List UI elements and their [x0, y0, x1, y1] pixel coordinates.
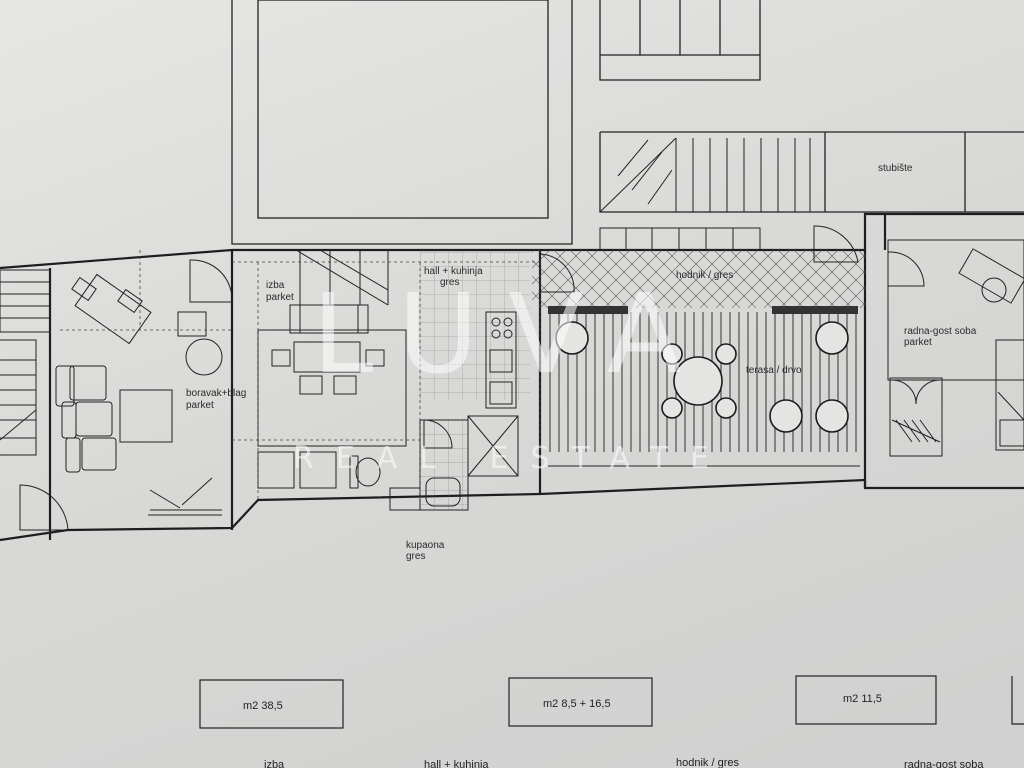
bottom-label-izba: izba [264, 759, 285, 768]
hodnik-door-right [813, 225, 859, 263]
boravak-furniture [19, 259, 233, 531]
label-hall-floor: gres [440, 277, 459, 288]
area-label-1: m2 38,5 [243, 700, 283, 712]
left-stair [0, 269, 51, 456]
label-boravak: boravak+blag [186, 388, 246, 399]
label-radna-floor: parket [904, 337, 932, 348]
label-hall: hall + kuhinja [424, 266, 483, 277]
label-kupaona: kupaona [406, 540, 445, 551]
hodnik-tiles [532, 250, 865, 308]
radna-soba-furniture [887, 239, 1024, 457]
upper-structure [231, 0, 1024, 245]
bottom-label-hodnik: hodnik / gres [676, 757, 739, 768]
area-label-3: m2 11,5 [843, 693, 882, 705]
label-radna: radna-gost soba [904, 326, 977, 337]
bottom-label-radna: radna-gost soba [904, 759, 984, 768]
dashed-guides [60, 250, 541, 500]
area-boxes [199, 675, 1024, 729]
izba-kitchen [257, 249, 421, 511]
terrace [548, 306, 860, 467]
bottom-label-hall: hall + kuhinja [424, 759, 489, 768]
kitchen-appliances [485, 311, 517, 409]
hall-tiles [420, 250, 530, 400]
label-izba: izba [266, 280, 285, 291]
label-terasa: terasa / drvo [746, 365, 802, 376]
kupaona [349, 415, 519, 511]
label-boravak-floor: parket [186, 400, 214, 411]
label-stubiste: stubište [878, 163, 913, 174]
watermark-tagline: REAL ESTATE [293, 441, 731, 476]
upper-stair [599, 137, 811, 251]
label-kupaona-floor: gres [406, 551, 425, 562]
label-izba-floor: parket [266, 292, 294, 303]
watermark-logo: LUVA [312, 270, 712, 398]
hodnik-door [539, 253, 575, 293]
label-hodnik: hodnik / gres [676, 270, 733, 281]
area-label-2: m2 8,5 + 16,5 [543, 698, 611, 710]
